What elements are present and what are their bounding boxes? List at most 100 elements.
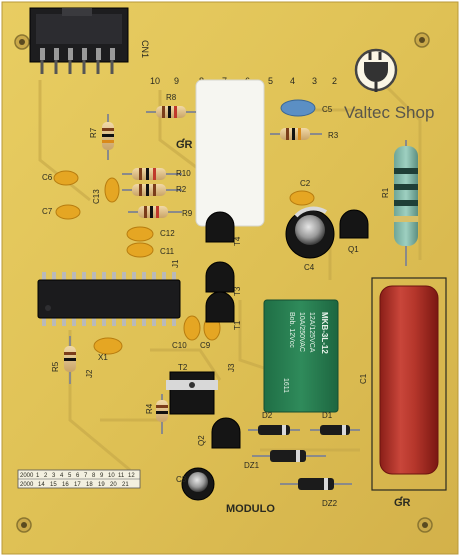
label-j3: J3	[227, 363, 236, 372]
ic-chip	[37, 272, 181, 326]
capacitor-c12	[126, 226, 154, 242]
resistor-r8	[146, 106, 196, 118]
resistor-r4	[156, 394, 168, 434]
label-c7: C7	[42, 207, 53, 216]
label-c6: C6	[42, 173, 53, 182]
svg-text:10: 10	[108, 473, 115, 479]
relay-rl1	[263, 299, 339, 413]
svg-text:9: 9	[100, 473, 104, 479]
cn1-label: CN1	[140, 40, 150, 58]
watermark-text: Valtec Shop	[344, 103, 434, 122]
pin-number: 2	[332, 76, 337, 86]
brand-mark: ƓR	[176, 139, 193, 151]
transistor-t4	[205, 211, 235, 243]
diode-dz2	[280, 478, 352, 490]
svg-text:1: 1	[36, 473, 40, 479]
pin-number: 10	[150, 76, 160, 86]
capacitor-c13	[104, 177, 120, 203]
svg-text:5: 5	[68, 473, 72, 479]
date-code-row-1: 2000 1 2 3 4 5 6 7 8 9 10 11 12	[20, 473, 135, 479]
resistor-r1	[394, 140, 418, 266]
cn1-connector	[29, 7, 129, 74]
label-c5: C5	[322, 105, 333, 114]
label-dz1: DZ1	[244, 461, 260, 470]
svg-text:15: 15	[50, 482, 57, 488]
label-r2: R2	[176, 185, 187, 194]
label-x1: X1	[98, 353, 108, 362]
svg-text:11: 11	[118, 473, 125, 479]
label-q2: Q2	[197, 435, 206, 446]
label-t4: T4	[233, 236, 242, 246]
svg-text:7: 7	[84, 473, 88, 479]
label-j2: J2	[85, 369, 94, 378]
label-c2: C2	[300, 179, 311, 188]
svg-text:6: 6	[76, 473, 80, 479]
transistor-t3	[205, 261, 235, 293]
svg-text:2000: 2000	[20, 482, 34, 488]
svg-text:8: 8	[92, 473, 96, 479]
resistor-r5	[64, 336, 76, 384]
svg-text:3: 3	[52, 473, 56, 479]
transistor-q2	[211, 417, 241, 449]
svg-text:19: 19	[98, 482, 105, 488]
label-c11: C11	[160, 247, 175, 256]
svg-text:17: 17	[74, 482, 81, 488]
label-r10: R10	[176, 169, 191, 178]
transistor-q1	[339, 209, 369, 239]
capacitor-c11	[126, 242, 154, 258]
svg-text:21: 21	[122, 482, 129, 488]
label-r3: R3	[328, 131, 339, 140]
resistor-r10	[122, 168, 182, 180]
resistor-r3	[270, 128, 322, 140]
brand-mark-bottom: ƓR	[394, 497, 411, 509]
crystal-x1	[93, 337, 123, 355]
label-d2: D2	[262, 411, 273, 420]
relay-rating-1: 12A/125VCA	[308, 312, 315, 353]
capacitor-c6	[53, 170, 79, 186]
transistor-t1	[205, 291, 235, 323]
relay-rating-2: 10A/250VAC	[298, 312, 305, 352]
label-r7: R7	[89, 127, 98, 138]
label-q1: Q1	[348, 245, 359, 254]
label-t3: T3	[233, 286, 242, 296]
pin-number: 9	[174, 76, 179, 86]
label-dz2: DZ2	[322, 499, 338, 508]
relay-coil: Bob. 12Vcc	[288, 312, 295, 348]
label-j1: J1	[171, 259, 180, 268]
label-r1: R1	[381, 187, 390, 198]
capacitor-c2	[289, 190, 315, 206]
relay-model: MKB-3L-12	[320, 312, 329, 354]
triac-t2	[166, 371, 218, 415]
svg-text:20: 20	[110, 482, 117, 488]
svg-text:2: 2	[44, 473, 48, 479]
relay-date: 1611	[282, 378, 289, 393]
label-c13: C13	[92, 189, 101, 204]
diode-dz1	[252, 450, 326, 462]
label-c10: C10	[172, 341, 187, 350]
svg-text:12: 12	[128, 473, 135, 479]
capacitor-c3	[181, 467, 215, 501]
label-d1: D1	[322, 411, 333, 420]
module-label: MODULO	[226, 503, 275, 515]
capacitor-c4	[285, 206, 335, 259]
capacitor-c10	[183, 315, 201, 341]
resistor-r9	[128, 206, 182, 218]
pin-number: 3	[312, 76, 317, 86]
label-sticker	[195, 79, 265, 227]
label-c9: C9	[200, 341, 211, 350]
c1-outline	[371, 277, 447, 491]
resistor-r2	[122, 184, 182, 196]
capacitor-c7	[55, 204, 81, 220]
pin-number: 5	[268, 76, 273, 86]
label-t1: T1	[233, 320, 242, 330]
label-c12: C12	[160, 229, 175, 238]
diode-d2	[248, 425, 300, 435]
label-r8: R8	[166, 93, 177, 102]
label-c1: C1	[359, 373, 368, 384]
label-c3: C3	[176, 475, 187, 484]
label-r9: R9	[182, 209, 193, 218]
watermark-logo	[354, 48, 398, 92]
label-t2: T2	[178, 363, 188, 372]
pin-number: 4	[290, 76, 295, 86]
date-code-row-2: 2000 14 15 16 17 18 19 20 21	[20, 482, 129, 488]
